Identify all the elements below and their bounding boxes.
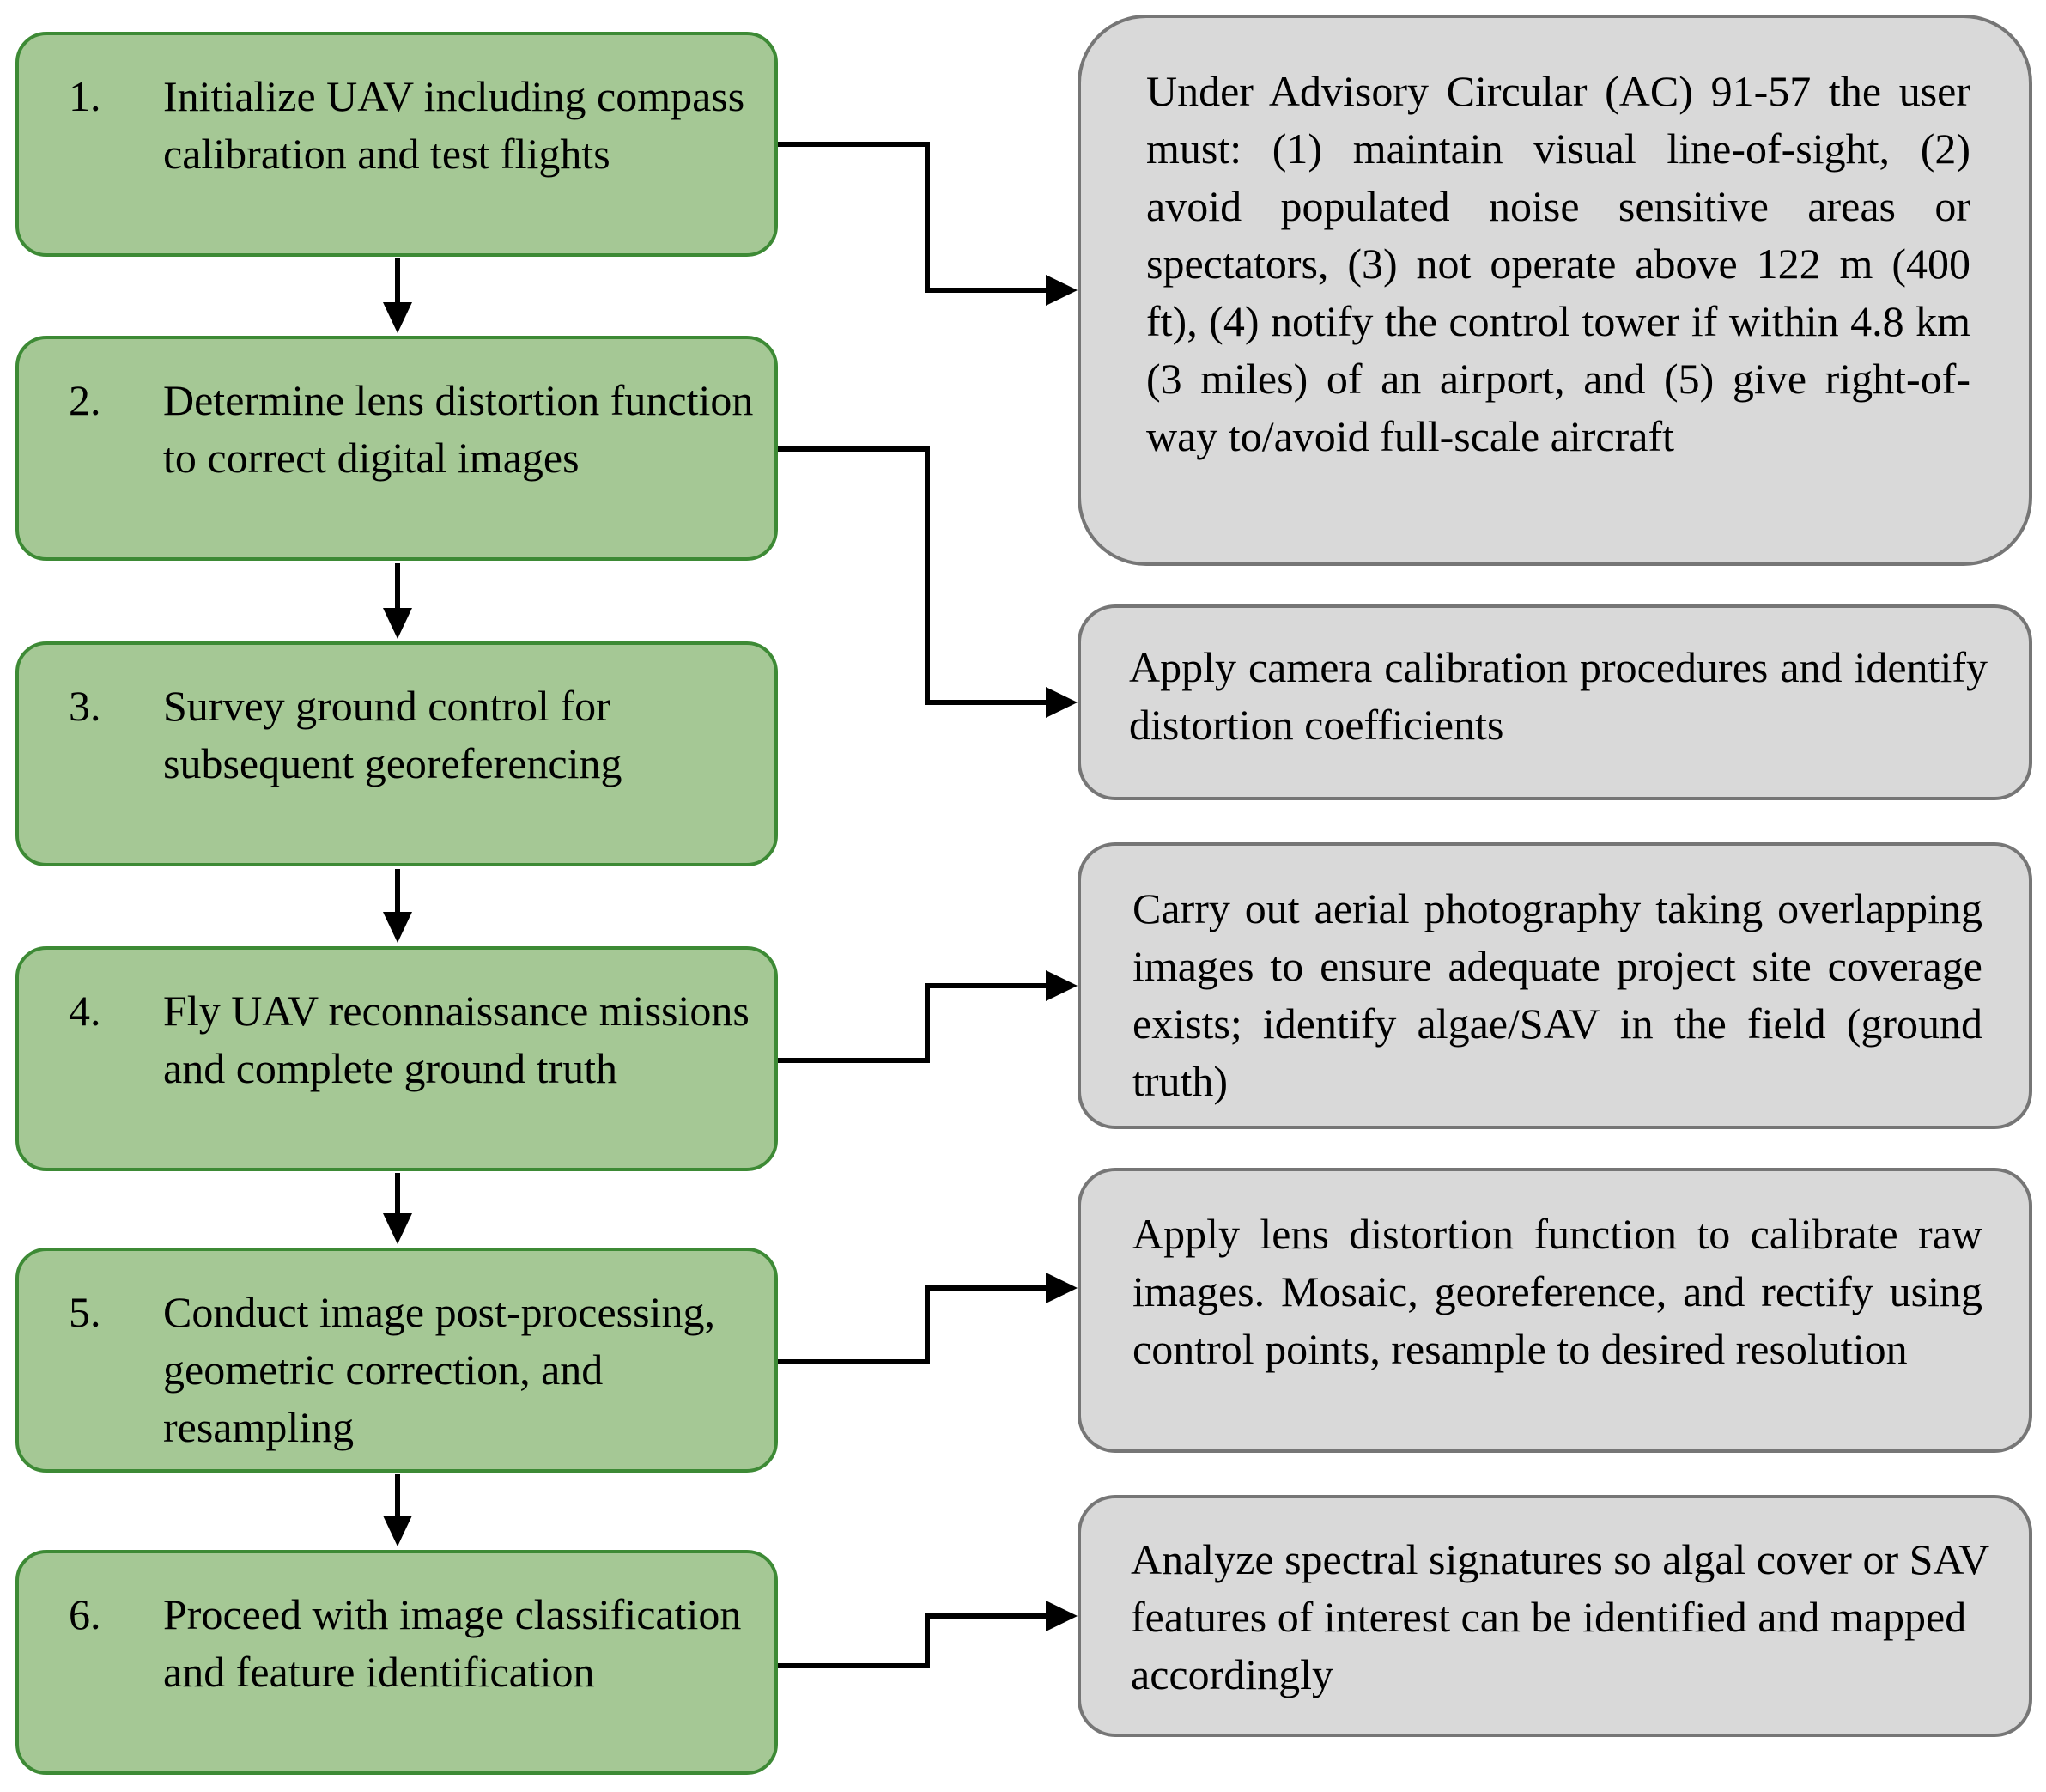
step-box-4: 4. Fly UAV reconnaissance missions and c… — [15, 946, 778, 1171]
connector-step5-to-note4 — [778, 1285, 1046, 1364]
arrowhead-step2 — [383, 302, 412, 333]
note-text: Analyze spectral signatures so algal cov… — [1131, 1535, 1989, 1698]
arrowhead-note4 — [1046, 1273, 1078, 1303]
note-text: Carry out aerial photography taking over… — [1132, 884, 1982, 1105]
arrowhead-step5 — [383, 1213, 412, 1244]
arrowhead-note1 — [1046, 275, 1078, 306]
step-number: 4. — [69, 987, 101, 1035]
arrowhead-step4 — [383, 912, 412, 943]
step-text: Determine lens distortion function to co… — [163, 376, 754, 482]
step-number: 2. — [69, 376, 101, 424]
note-text: Apply camera calibration procedures and … — [1129, 643, 1988, 749]
note-text: Apply lens distortion function to calibr… — [1132, 1210, 1982, 1373]
step-box-1: 1. Initialize UAV including compass cali… — [15, 32, 778, 257]
step-number: 6. — [69, 1590, 101, 1638]
connector-step1-to-note1 — [778, 142, 1046, 293]
note-text: Under Advisory Circular (AC) 91-57 the u… — [1146, 67, 1970, 460]
arrowhead-step6 — [383, 1516, 412, 1546]
step-text: Survey ground control for subsequent geo… — [163, 682, 622, 787]
note-box-1: Under Advisory Circular (AC) 91-57 the u… — [1078, 15, 2032, 566]
connector-step6-to-note5 — [778, 1613, 1046, 1668]
note-box-2: Apply camera calibration procedures and … — [1078, 604, 2032, 800]
arrowhead-note2 — [1046, 687, 1078, 718]
note-box-4: Apply lens distortion function to calibr… — [1078, 1168, 2032, 1453]
step-box-5: 5. Conduct image post-processing, geomet… — [15, 1248, 778, 1473]
step-number: 3. — [69, 682, 101, 730]
step-text: Proceed with image classification and fe… — [163, 1590, 742, 1696]
step-number: 5. — [69, 1288, 101, 1336]
note-box-3: Carry out aerial photography taking over… — [1078, 842, 2032, 1129]
arrowhead-step3 — [383, 608, 412, 639]
step-number: 1. — [69, 72, 101, 120]
arrowhead-note5 — [1046, 1601, 1078, 1631]
connector-step2-to-note2 — [778, 446, 1046, 705]
step-text: Conduct image post-processing, geometric… — [163, 1288, 715, 1451]
step-box-2: 2. Determine lens distortion function to… — [15, 336, 778, 561]
step-box-6: 6. Proceed with image classification and… — [15, 1550, 778, 1775]
step-box-3: 3. Survey ground control for subsequent … — [15, 641, 778, 866]
step-text: Fly UAV reconnaissance missions and comp… — [163, 987, 750, 1092]
connector-step4-to-note3 — [778, 983, 1046, 1063]
note-box-5: Analyze spectral signatures so algal cov… — [1078, 1495, 2032, 1737]
arrowhead-note3 — [1046, 970, 1078, 1001]
step-text: Initialize UAV including compass calibra… — [163, 72, 745, 178]
